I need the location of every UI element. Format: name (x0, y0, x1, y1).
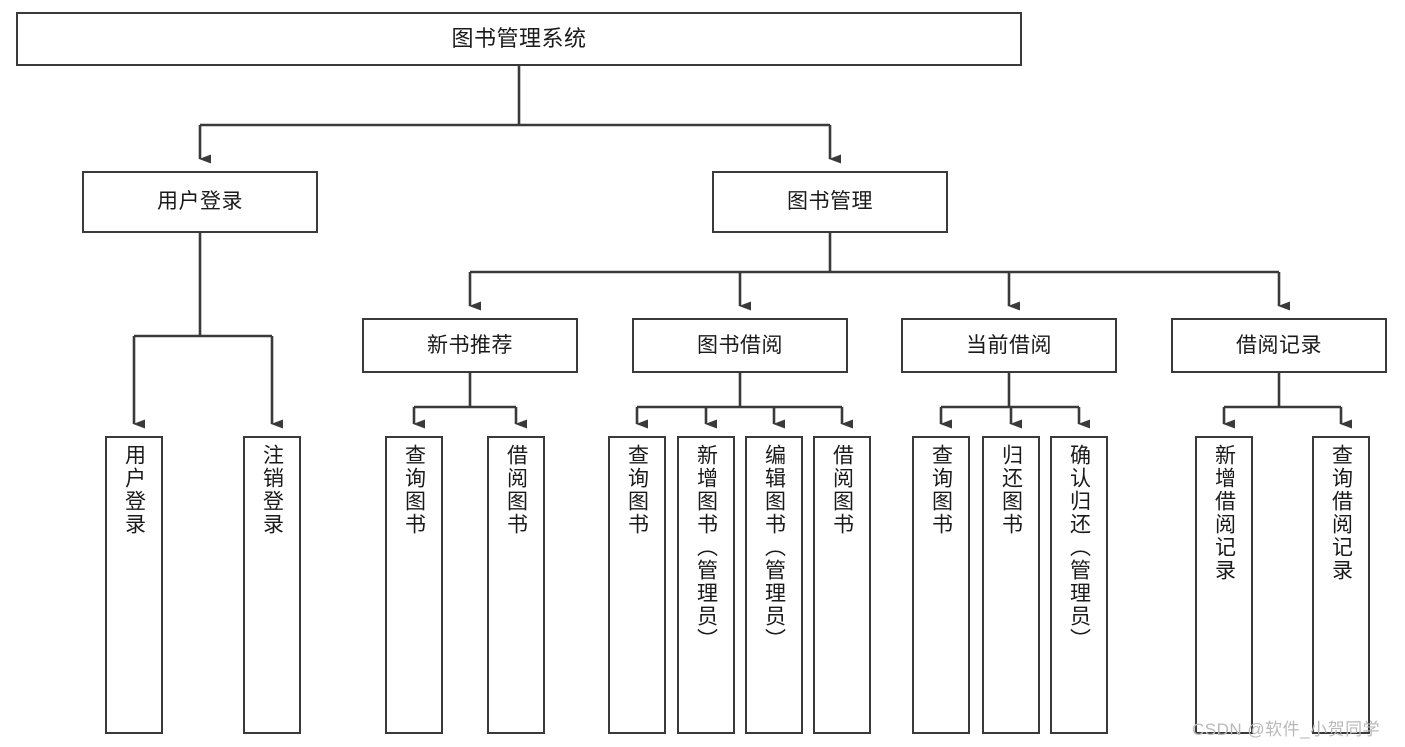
node-book-borrow[interactable]: 图书借阅 (632, 318, 848, 373)
node-leaf-borrow-book-2[interactable]: 借阅图书 (813, 436, 871, 734)
node-new-book-rec[interactable]: 新书推荐 (362, 318, 578, 373)
node-label: 新书推荐 (427, 333, 513, 357)
node-root[interactable]: 图书管理系统 (16, 12, 1022, 66)
node-label: 归还图书 (999, 444, 1023, 536)
node-label: 借阅图书 (830, 444, 854, 536)
node-label: 确认归还（管理员） (1067, 444, 1091, 651)
node-label: 编辑图书（管理员） (762, 444, 786, 651)
node-label: 当前借阅 (966, 333, 1052, 357)
node-leaf-add-book[interactable]: 新增图书（管理员） (677, 436, 735, 734)
node-label: 新增图书（管理员） (694, 444, 718, 651)
node-label: 注销登录 (260, 444, 284, 536)
node-label: 借阅图书 (504, 444, 528, 536)
node-current-borrow[interactable]: 当前借阅 (901, 318, 1117, 373)
node-label: 图书借阅 (697, 333, 783, 357)
node-leaf-user-login[interactable]: 用户登录 (105, 436, 163, 734)
node-label: 查询图书 (402, 444, 426, 536)
node-leaf-confirm-return[interactable]: 确认归还（管理员） (1050, 436, 1108, 734)
node-leaf-return-book[interactable]: 归还图书 (982, 436, 1040, 734)
node-borrow-record[interactable]: 借阅记录 (1171, 318, 1387, 373)
node-leaf-query-book-1[interactable]: 查询图书 (385, 436, 443, 734)
node-book-manage[interactable]: 图书管理 (712, 171, 948, 233)
node-leaf-query-book-3[interactable]: 查询图书 (912, 436, 970, 734)
node-user-login[interactable]: 用户登录 (82, 171, 318, 233)
node-label: 用户登录 (122, 444, 146, 536)
node-label: 查询借阅记录 (1329, 444, 1353, 582)
node-label: 查询图书 (929, 444, 953, 536)
node-label: 图书管理 (787, 190, 873, 214)
node-leaf-query-record[interactable]: 查询借阅记录 (1312, 436, 1370, 734)
node-label: 用户登录 (157, 190, 243, 214)
node-label: 查询图书 (625, 444, 649, 536)
node-label: 图书管理系统 (451, 25, 587, 51)
node-leaf-edit-book[interactable]: 编辑图书（管理员） (745, 436, 803, 734)
node-label: 新增借阅记录 (1212, 444, 1236, 582)
csdn-watermark: CSDN @软件_小贺同学 (1192, 720, 1381, 739)
node-leaf-add-record[interactable]: 新增借阅记录 (1195, 436, 1253, 734)
node-leaf-logout[interactable]: 注销登录 (243, 436, 301, 734)
node-leaf-query-book-2[interactable]: 查询图书 (608, 436, 666, 734)
node-label: 借阅记录 (1236, 333, 1322, 357)
node-leaf-borrow-book-1[interactable]: 借阅图书 (487, 436, 545, 734)
